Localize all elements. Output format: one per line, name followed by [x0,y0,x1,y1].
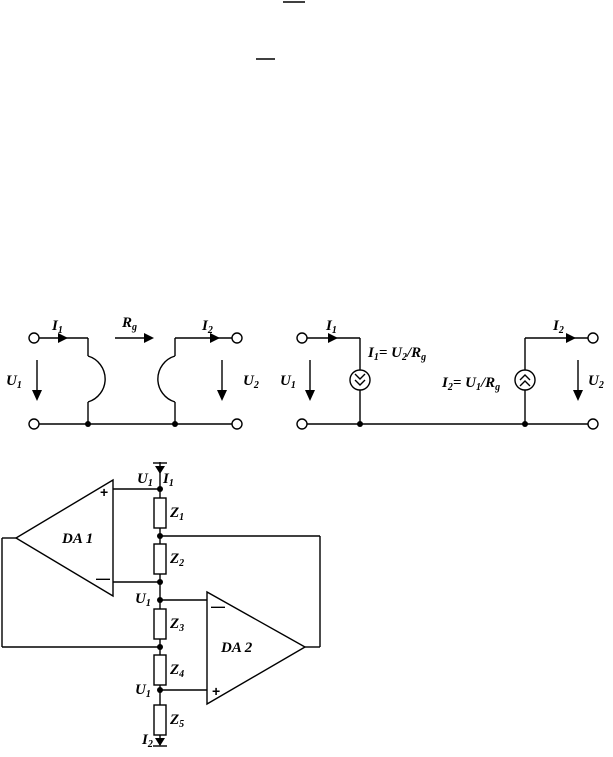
svg-text:+: + [212,683,220,699]
svg-text:—: — [96,570,110,586]
current-arrow-i2 [210,333,220,343]
opamp-gyrator-circuit: + — — + DA 1 DA 2 U1 I1 U1 U1 I2 Z1 Z2 Z… [1,462,321,750]
svg-text:U1: U1 [135,682,151,700]
svg-text:U2: U2 [588,373,604,391]
svg-text:DA 1: DA 1 [61,531,93,547]
z4-resistor [153,654,167,686]
terminal [28,418,40,430]
svg-text:Z5: Z5 [169,712,184,730]
terminal [296,332,308,344]
svg-text:I1: I1 [162,471,174,489]
current-source-2 [514,369,536,391]
label-i2: I2 [201,318,213,336]
terminal [28,332,40,344]
gyrator-symbol-diagram: I1 Rg I2 U1 U2 [6,315,259,430]
gyrator-right-arc [157,355,176,403]
label-u1: U1 [6,373,22,391]
svg-text:DA 2: DA 2 [220,640,253,656]
label-u2: U2 [243,373,259,391]
z3-resistor [153,608,167,640]
terminal [587,418,599,430]
svg-text:U1: U1 [135,591,151,609]
current-source-1 [349,369,371,391]
label-i1: I1 [51,318,63,336]
gyrator-left-arc [87,355,106,403]
equation-i1: I1= U2/Rg [367,345,426,363]
svg-text:I2: I2 [552,318,564,336]
terminal [587,332,599,344]
z2-resistor [153,543,167,575]
gyrator-equivalent-diagram: I1 I2 U1 U2 I1= U2/Rg I2= U1/Rg [280,318,604,430]
svg-text:+: + [100,484,108,500]
svg-text:I2: I2 [141,732,153,750]
svg-text:—: — [211,598,225,614]
opamp-da2 [206,590,307,706]
terminal [231,332,243,344]
terminal [296,418,308,430]
z5-resistor [153,704,167,736]
svg-text:U1: U1 [137,471,153,489]
svg-text:Z1: Z1 [169,505,184,523]
equation-i2: I2= U1/Rg [441,375,500,393]
opamp-da1 [14,478,114,598]
label-rg: Rg [121,315,137,333]
svg-text:U1: U1 [280,373,296,391]
z1-resistor [153,497,167,529]
svg-text:Z3: Z3 [169,616,184,634]
svg-text:I1: I1 [325,318,337,336]
svg-text:Z4: Z4 [169,662,184,680]
svg-text:Z2: Z2 [169,551,184,569]
terminal [231,418,243,430]
current-arrow-i1 [58,333,68,343]
